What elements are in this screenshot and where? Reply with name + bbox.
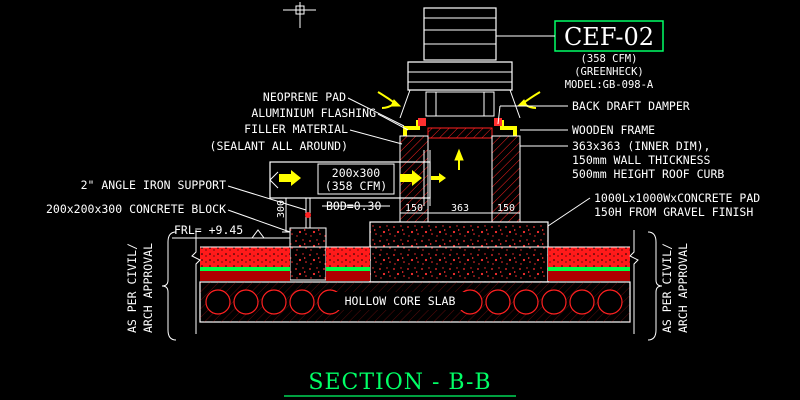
tag-maker: (GREENHECK) — [574, 66, 644, 78]
label-curb-2: 150mm WALL THICKNESS — [572, 153, 711, 167]
cef-tag: CEF-02 (358 CFM) (GREENHECK) MODEL:GB-09… — [496, 20, 664, 91]
duct-cfm: (358 CFM) — [325, 179, 387, 193]
label-filler: FILLER MATERIAL — [244, 122, 348, 136]
back-draft-damper — [427, 127, 493, 139]
dim-300: 300 — [276, 200, 287, 218]
frl-marker — [172, 229, 290, 239]
side-braces — [161, 231, 663, 341]
side-note-right-1: AS PER CIVIL/ — [660, 243, 674, 333]
duct-bod: BOD=0.30 — [326, 199, 381, 213]
side-note-left-1: AS PER CIVIL/ — [125, 243, 139, 333]
tag-label: CEF-02 — [564, 23, 654, 51]
frl-label: FRL= +9.45 — [174, 223, 243, 237]
crosshair-cursor — [283, 2, 316, 28]
tag-cfm: (358 CFM) — [581, 53, 638, 65]
side-note-left-2: ARCH APPROVAL — [141, 243, 155, 333]
label-damper: BACK DRAFT DAMPER — [572, 99, 690, 113]
dim-150-left: 150 — [405, 203, 423, 214]
concrete-pad — [369, 221, 549, 283]
label-pad-2: 150H FROM GRAVEL FINISH — [594, 205, 753, 219]
label-frame: WOODEN FRAME — [572, 123, 655, 137]
concrete-block — [289, 227, 327, 281]
label-pad-1: 1000Lx1000WxCONCRETE PAD — [594, 191, 760, 205]
section-title: SECTION - B-B — [284, 370, 516, 397]
duct-flow-arrows — [269, 170, 446, 189]
angle-iron-support — [305, 198, 311, 230]
label-neoprene: NEOPRENE PAD — [263, 90, 346, 104]
exhaust-fan — [399, 7, 521, 119]
side-note-right-2: ARCH APPROVAL — [676, 243, 690, 333]
roof-buildup — [200, 246, 630, 281]
hollow-core-slab — [199, 281, 631, 323]
tag-model: MODEL:GB-098-A — [565, 79, 654, 91]
dim-363: 363 — [451, 203, 469, 214]
label-flashing: ALUMINIUM FLASHING — [251, 106, 376, 120]
slab-label: HOLLOW CORE SLAB — [345, 294, 456, 308]
label-angle-iron: 2" ANGLE IRON SUPPORT — [81, 178, 226, 192]
label-concrete-block: 200x200x300 CONCRETE BLOCK — [46, 202, 226, 216]
duct-size: 200x300 — [332, 166, 381, 180]
label-curb-1: 363x363 (INNER DIM), — [572, 139, 710, 153]
dim-150-right: 150 — [497, 203, 515, 214]
label-curb-3: 500mm HEIGHT ROOF CURB — [572, 167, 724, 181]
break-lines — [191, 230, 639, 334]
section-title-text: SECTION - B-B — [308, 370, 491, 395]
label-sealant: (SEALANT ALL AROUND) — [210, 139, 348, 153]
leader-lines — [227, 97, 591, 233]
